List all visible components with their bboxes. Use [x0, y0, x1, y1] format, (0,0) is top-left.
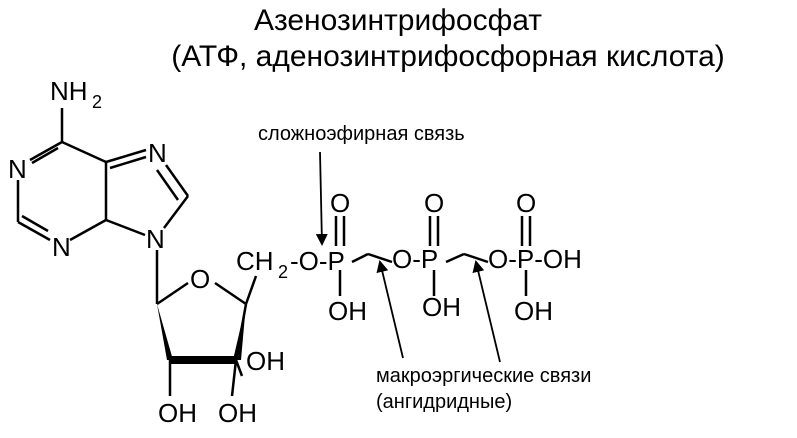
atom-o-p2: O-P: [392, 244, 438, 274]
atom-p2-oh: OH: [422, 292, 461, 322]
atom-n1: N: [8, 154, 27, 184]
macroergic-arrow-2: [472, 260, 501, 363]
macroergic-sublabel: (ангидридные): [376, 391, 512, 413]
atom-n7: N: [148, 138, 167, 168]
adenine-bonds: [16, 108, 190, 304]
atom-p3-o-top: O: [516, 188, 536, 218]
ester-bond-label: сложноэфирная связь: [258, 123, 465, 145]
atom-c2-oh: OH: [218, 398, 257, 428]
atom-p2-o-top: O: [424, 188, 444, 218]
ester-bond-arrow: [315, 151, 328, 246]
ribose-wedge-left: [157, 304, 173, 360]
macroergic-label: макроэргические связи: [376, 365, 591, 387]
atom-p3-oh: OH: [514, 296, 553, 326]
atom-c3-oh: OH: [158, 398, 197, 428]
atom-p1-o-top: O: [330, 188, 350, 218]
diagram-title: Азенозинтрифосфат: [253, 4, 543, 37]
annotation-arrows: [315, 151, 501, 363]
atom-n9: N: [146, 224, 165, 254]
atom-p1-oh: OH: [328, 296, 367, 326]
macroergic-arrow-1: [376, 260, 404, 359]
atom-n3: N: [52, 232, 71, 262]
atom-c1-oh: OH: [246, 346, 285, 376]
ribose-wedge-right: [233, 304, 246, 360]
atom-o-p3-oh: O-P-OH: [488, 244, 582, 274]
ribose-bold-bond: [170, 356, 236, 364]
diagram-subtitle: (АТФ, аденозинтрифосфорная кислота): [171, 40, 725, 73]
atom-ch2: CH: [236, 246, 274, 276]
atom-nh2: NH: [50, 76, 88, 106]
atom-nh2-subscript: 2: [92, 92, 102, 112]
atom-ring-o: O: [190, 264, 210, 294]
atom-ch2-subscript: 2: [278, 262, 288, 282]
atom-o-p1: -O-P: [290, 246, 345, 276]
